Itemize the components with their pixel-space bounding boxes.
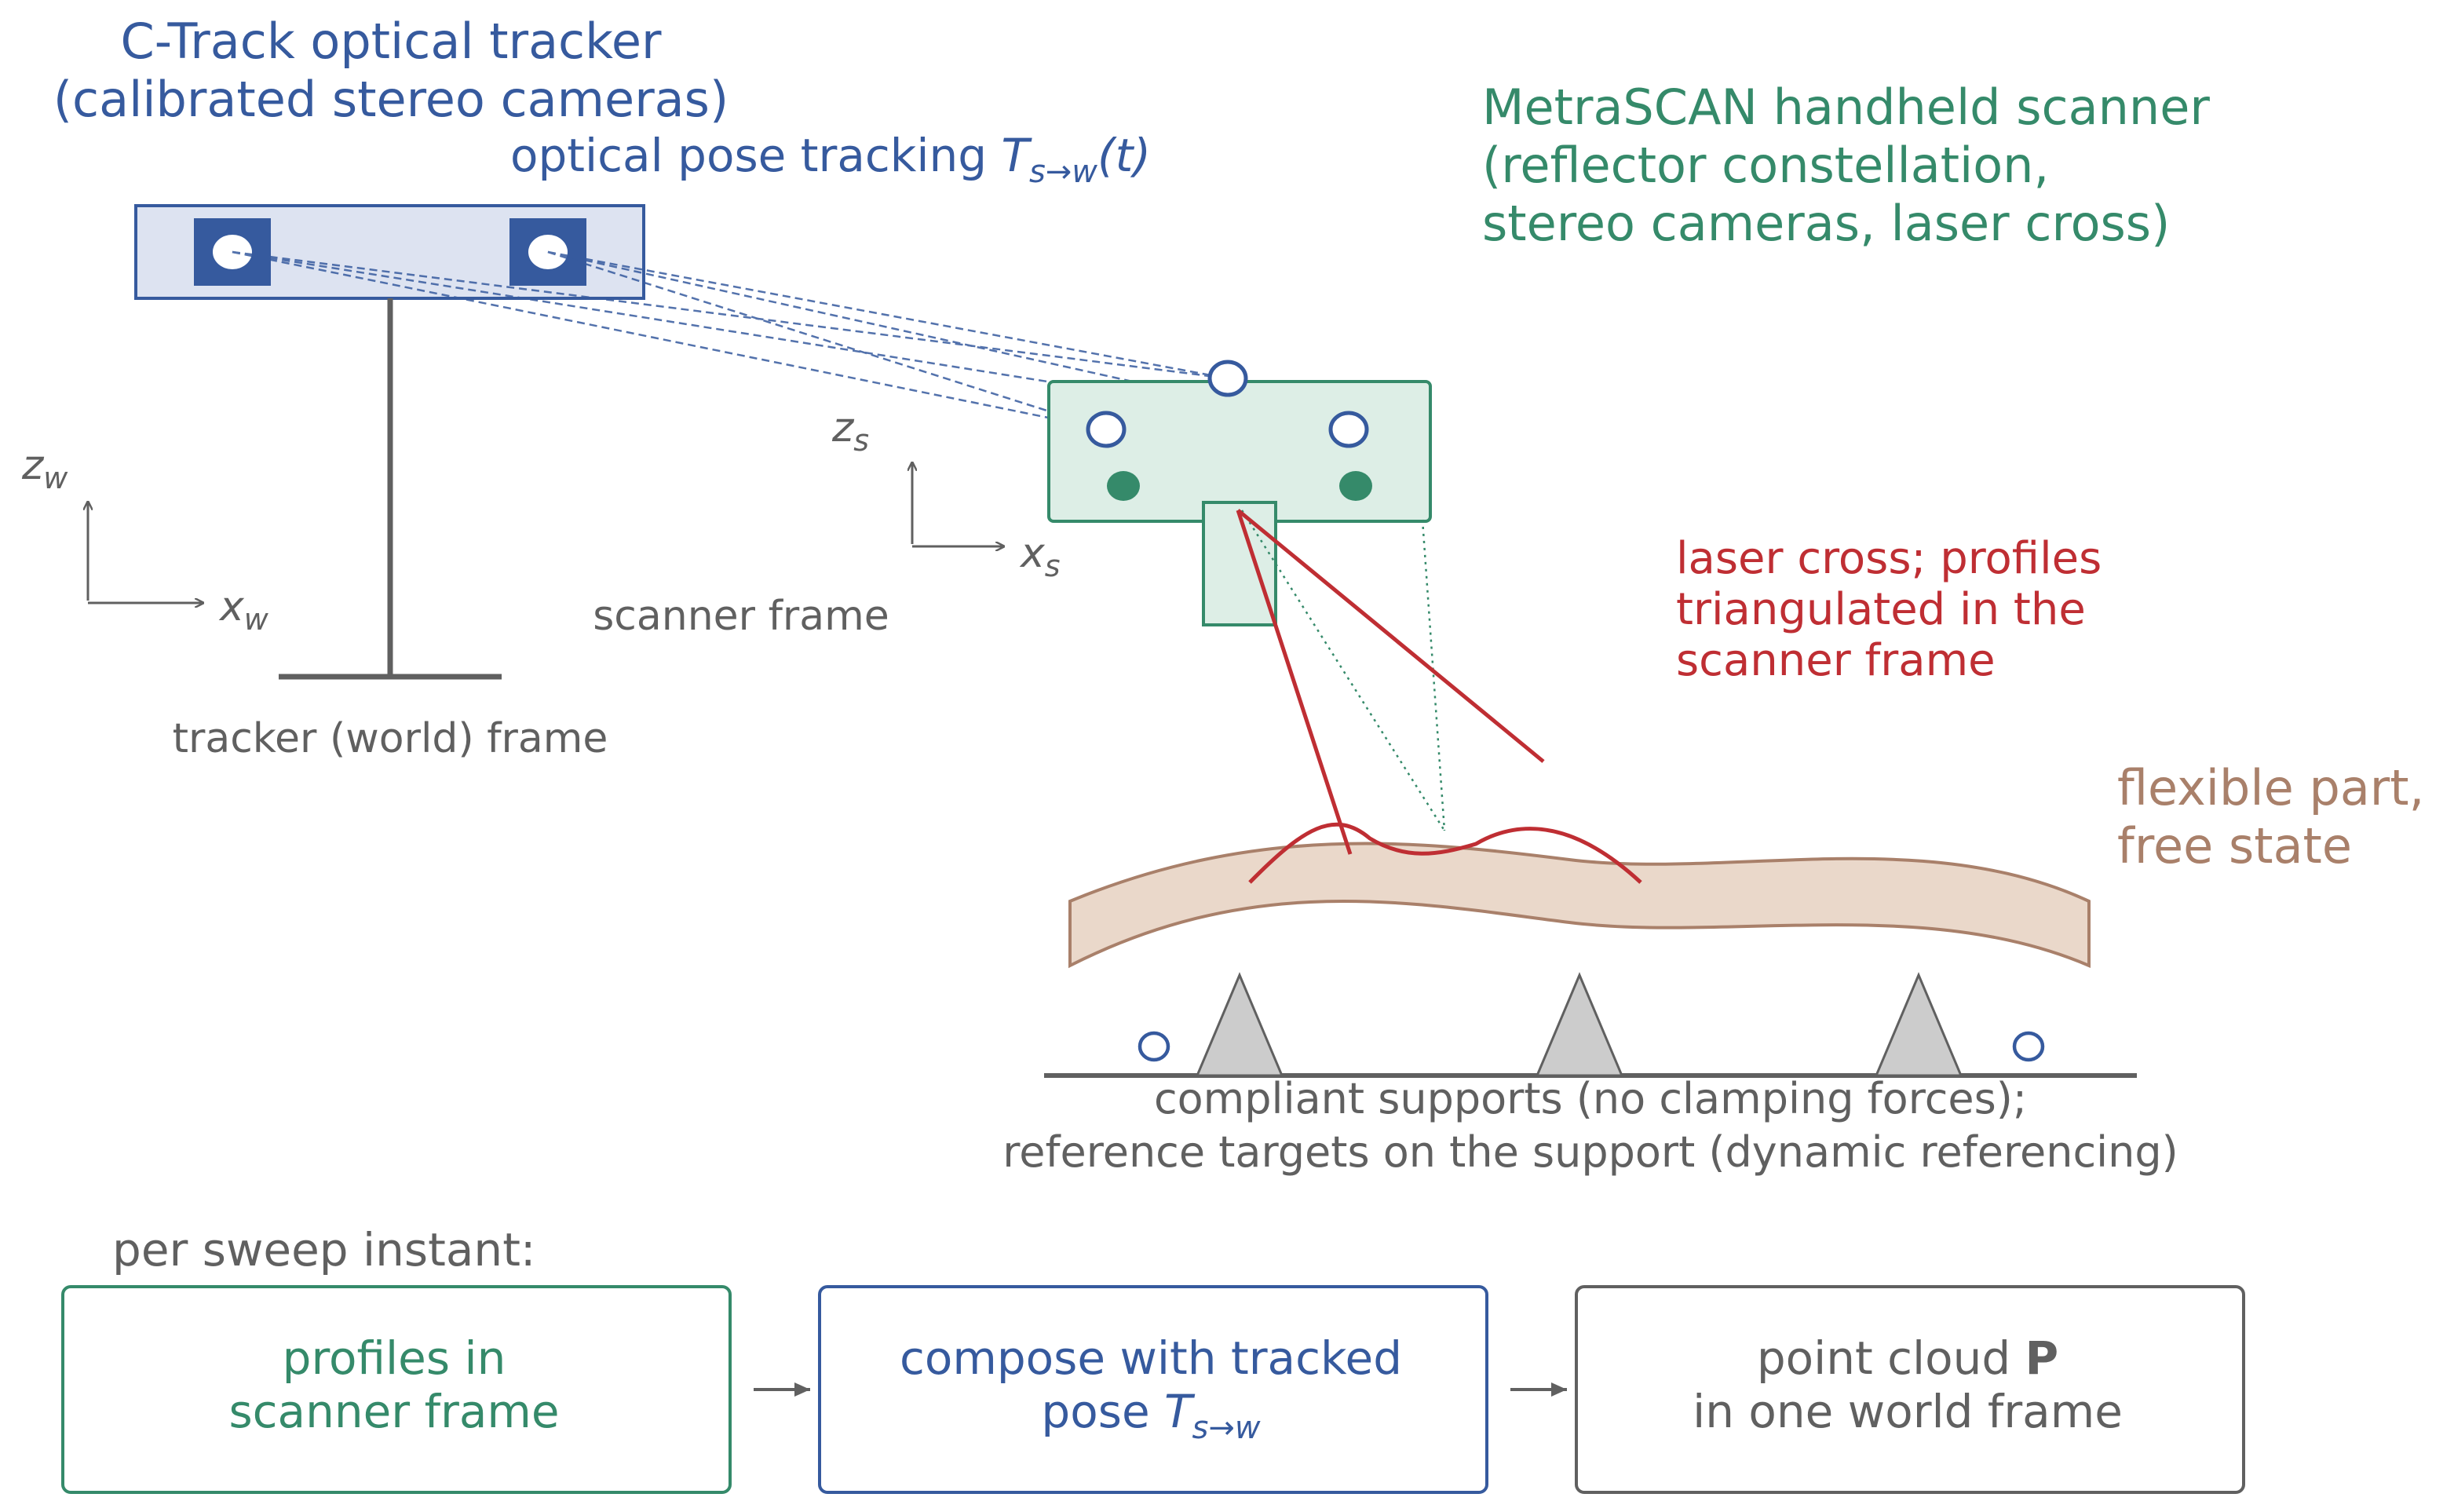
- scanner-camera-right: [1339, 471, 1372, 501]
- pipeline-box3-line2: in one world frame: [1693, 1385, 2123, 1438]
- pipeline-box1-line1: profiles in: [283, 1331, 506, 1385]
- reflector-target-right: [1328, 411, 1369, 448]
- ray-left-top: [232, 250, 1229, 380]
- scanner-frame-label: scanner frame: [593, 593, 889, 640]
- flexible-part-group: flexible part, free state: [1068, 759, 2424, 969]
- view-ray-right: [1421, 519, 1446, 831]
- laser-group: [1236, 509, 1642, 884]
- reference-target-left: [1138, 1031, 1170, 1062]
- supports-label-line2: reference targets on the support (dynami…: [1002, 1127, 2178, 1177]
- tracker-title-line2: (calibrated stereo cameras): [53, 71, 729, 128]
- pipeline-box2-line2: pose Ts→w: [1041, 1385, 1260, 1446]
- scanner-z-label: zs: [831, 404, 869, 458]
- pipeline-box2-line1: compose with tracked: [900, 1331, 1402, 1385]
- pipeline-box-profiles: [61, 1285, 732, 1494]
- laser-line-right: [1236, 509, 1545, 763]
- scanner-group: MetraSCAN handheld scanner (reflector co…: [593, 79, 2210, 640]
- pipeline-heading: per sweep instant:: [112, 1223, 535, 1276]
- reflector-target-top: [1207, 360, 1248, 397]
- support-triangle-1: [1195, 972, 1284, 1077]
- laser-label-line3: scanner frame: [1676, 635, 1996, 686]
- laser-label-line1: laser cross; profiles: [1676, 533, 2102, 584]
- support-triangle-3: [1874, 972, 1963, 1077]
- scanner-camera-left: [1107, 471, 1140, 501]
- scanner-title-line2: (reflector constellation,: [1482, 137, 2049, 194]
- tracker-frame-label: tracker (world) frame: [173, 715, 608, 762]
- flexible-part: [1068, 842, 2091, 969]
- pipeline-group: per sweep instant: profiles in scanner f…: [61, 1223, 2245, 1494]
- view-ray-left: [1240, 509, 1446, 831]
- reference-target-right: [2012, 1031, 2045, 1062]
- world-x-label: xw: [218, 583, 269, 637]
- ray-right-left: [547, 250, 1107, 431]
- reflector-target-left: [1086, 411, 1127, 448]
- pipeline-box-compose: [818, 1285, 1488, 1494]
- scanner-x-label: xs: [1019, 530, 1061, 583]
- part-label-line2: free state: [2117, 817, 2352, 875]
- supports-group: compliant supports (no clamping forces);…: [1002, 972, 2178, 1177]
- pipeline-box3-line1: point cloud P: [1757, 1331, 2058, 1385]
- support-triangle-2: [1535, 972, 1624, 1077]
- scanner-title-line3: stereo cameras, laser cross): [1482, 195, 2170, 252]
- tracker-title-line1: C-Track optical tracker: [121, 13, 662, 70]
- world-z-label: zw: [21, 442, 68, 495]
- scanner-title-line1: MetraSCAN handheld scanner: [1482, 79, 2210, 136]
- scanner-handle: [1202, 501, 1277, 626]
- laser-line-left: [1236, 509, 1353, 855]
- pipeline-box1-line2: scanner frame: [228, 1385, 559, 1438]
- supports-label-line1: compliant supports (no clamping forces);: [1154, 1074, 2027, 1123]
- tracking-label: optical pose tracking Ts→w(t): [510, 129, 1151, 190]
- pipeline-box-pointcloud: [1575, 1285, 2245, 1494]
- tracker-group: C-Track optical tracker (calibrated ster…: [21, 13, 1151, 762]
- part-label-line1: flexible part,: [2117, 759, 2424, 816]
- scanner-body: [1047, 380, 1432, 523]
- laser-profile-curve: [1248, 822, 1642, 884]
- ray-right-top: [547, 250, 1229, 380]
- scanner-view-rays: [1240, 509, 1446, 831]
- laser-label-line2: triangulated in the: [1676, 584, 2086, 635]
- ray-left-left: [232, 250, 1107, 431]
